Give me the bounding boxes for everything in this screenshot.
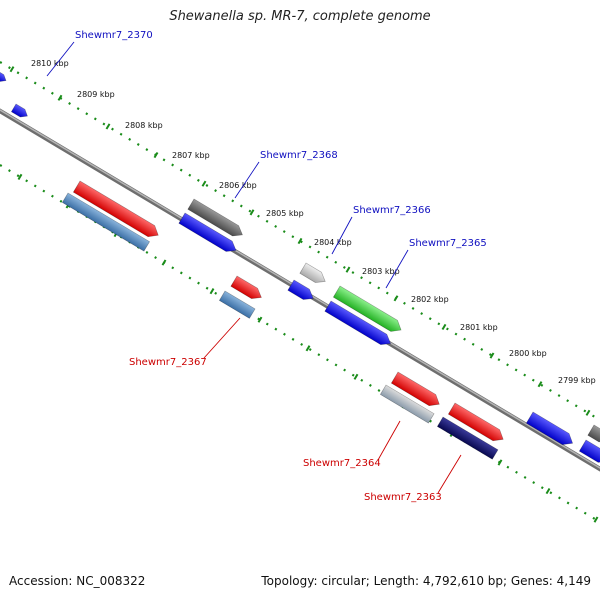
major-tick [305, 345, 311, 352]
forward-gene-feature[interactable] [0, 69, 8, 84]
reverse-gene-feature[interactable] [218, 290, 256, 319]
forward-gene-feature[interactable] [10, 103, 29, 120]
gene-label[interactable]: Shewmr7_2365 [409, 238, 487, 249]
forward-gene-feature[interactable] [578, 439, 600, 467]
major-tick [593, 516, 599, 523]
scale-tick-label: 2800 kbp [509, 349, 547, 358]
forward-gene-feature[interactable] [287, 279, 316, 304]
map-title: Shewanella sp. MR-7, complete genome [169, 9, 431, 24]
major-tick [153, 151, 159, 159]
forward-gene-feature[interactable] [230, 275, 265, 303]
scale-tick-label: 2810 kbp [31, 59, 69, 68]
forward-gene-feature[interactable] [72, 180, 161, 241]
forward-gene-feature[interactable] [525, 411, 576, 449]
gene-label-leader [385, 249, 409, 289]
gene-label-leader [203, 317, 241, 359]
major-tick-marks [9, 66, 599, 523]
scale-tick-labels: 2810 kbp 2809 kbp 2808 kbp 2807 kbp 2806 kbp… [31, 59, 596, 385]
gene-label-leader [331, 216, 353, 255]
reverse-gene-feature[interactable] [61, 192, 150, 252]
major-tick [257, 316, 263, 323]
forward-gene-feature[interactable] [390, 371, 442, 410]
major-tick [17, 173, 23, 180]
gene-label-leader [437, 454, 462, 494]
scale-tick-label: 2803 kbp [362, 267, 400, 276]
gene-label[interactable]: Shewmr7_2363 [364, 492, 442, 503]
major-tick [353, 373, 359, 380]
reverse-gene-feature[interactable] [436, 416, 499, 460]
major-tick [441, 323, 447, 331]
genome-summary-label: Topology: circular; Length: 4,792,610 bp… [261, 574, 591, 588]
gene-label[interactable]: Shewmr7_2367 [129, 357, 207, 368]
scale-tick-label: 2804 kbp [314, 238, 352, 247]
gene-label[interactable]: Shewmr7_2368 [260, 150, 338, 161]
forward-gene-feature[interactable] [324, 300, 394, 349]
forward-gene-feature[interactable] [299, 262, 328, 287]
reverse-gene-feature[interactable] [379, 384, 435, 424]
scale-tick-label: 2806 kbp [219, 181, 257, 190]
forward-gene-feature[interactable] [178, 212, 239, 256]
major-tick [393, 295, 399, 302]
forward-gene-feature[interactable] [587, 424, 600, 446]
gene-labels: Shewmr7_2370Shewmr7_2368Shewmr7_2366Shew… [46, 30, 487, 503]
gene-label[interactable]: Shewmr7_2366 [353, 205, 431, 216]
major-tick [161, 259, 167, 266]
forward-gene-feature[interactable] [447, 402, 506, 445]
major-tick [545, 487, 551, 495]
gene-features [0, 69, 600, 467]
major-tick [497, 459, 503, 466]
forward-gene-feature[interactable] [187, 198, 246, 240]
major-tick [537, 381, 543, 388]
accession-label: Accession: NC_008322 [9, 574, 146, 588]
scale-tick-label: 2807 kbp [172, 151, 210, 160]
scale-tick-label: 2802 kbp [411, 295, 449, 304]
major-tick [489, 352, 495, 359]
major-tick [201, 180, 207, 187]
forward-gene-feature[interactable] [332, 285, 404, 336]
scale-tick-label: 2799 kbp [558, 376, 596, 385]
major-tick [297, 237, 303, 245]
major-tick [9, 66, 15, 73]
scale-tick-label: 2808 kbp [125, 121, 163, 130]
gene-label-leader [377, 420, 401, 461]
major-tick [209, 288, 215, 295]
major-tick [345, 266, 351, 273]
major-tick [249, 209, 255, 216]
scale-tick-label: 2809 kbp [77, 90, 115, 99]
major-tick [105, 123, 111, 130]
major-tick [585, 409, 591, 416]
major-tick [57, 94, 63, 101]
gene-label[interactable]: Shewmr7_2370 [75, 30, 153, 41]
scale-tick-label: 2805 kbp [266, 209, 304, 218]
gene-label-leader [234, 161, 260, 199]
gene-label-leader [46, 41, 75, 77]
scale-tick-label: 2801 kbp [460, 323, 498, 332]
gene-label[interactable]: Shewmr7_2364 [303, 458, 381, 469]
